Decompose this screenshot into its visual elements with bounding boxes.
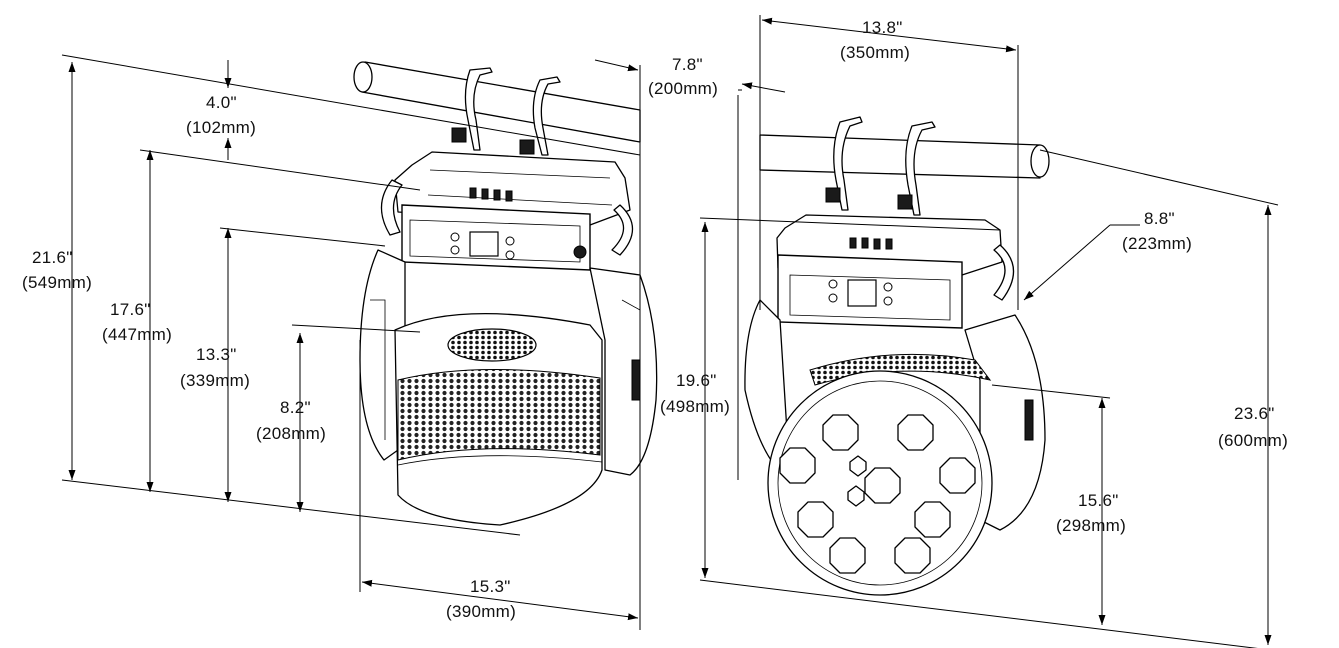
dim-base-width-in: 13.8"	[862, 18, 903, 37]
dim-height-no-clamp-in: 17.6"	[110, 300, 151, 319]
moving-head-left	[394, 312, 603, 526]
dim-overall-height-max-in: 23.6"	[1234, 404, 1275, 423]
dim-overall-height-max-mm: (600mm)	[1218, 431, 1288, 450]
dim-head-height-mm: (208mm)	[256, 424, 326, 443]
dim-height-no-clamp-mm: (447mm)	[102, 325, 172, 344]
dim-head-width-mm: (390mm)	[446, 602, 516, 621]
led-lenses	[779, 414, 976, 574]
dim-side-depth-mm: (223mm)	[1122, 234, 1192, 253]
dim-side-depth-in: 8.8"	[1144, 209, 1175, 228]
dim-overall-height-mm: (549mm)	[22, 273, 92, 292]
dim-head-diameter-in: 15.6"	[1078, 491, 1119, 510]
dim-overall-height-in: 21.6"	[32, 248, 73, 267]
dim-clamp-height-mm: (102mm)	[186, 118, 256, 137]
truss-tube-left	[353, 61, 641, 143]
dim-head-diameter-mm: (298mm)	[1056, 516, 1126, 535]
dim-base-depth-in: 7.8"	[672, 55, 703, 74]
base-control-panel-right	[777, 254, 963, 329]
dimension-lines	[61, 15, 1279, 648]
fixture-front-view	[744, 116, 1050, 596]
dim-yoke-height-mm: (339mm)	[180, 371, 250, 390]
fixture-side-view	[353, 61, 658, 526]
dim-base-depth-mm: (200mm)	[648, 79, 718, 98]
moving-head-right	[767, 353, 993, 596]
dim-base-width-mm: (350mm)	[840, 43, 910, 62]
dim-front-height-in: 19.6"	[676, 371, 717, 390]
base-control-panel-left	[401, 204, 591, 271]
truss-tube-right	[759, 134, 1050, 179]
dim-head-width-in: 15.3"	[470, 577, 511, 596]
dim-clamp-height-in: 4.0"	[206, 93, 237, 112]
dim-head-height-in: 8.2"	[280, 398, 311, 417]
vents-left	[469, 187, 513, 202]
vents-right	[849, 237, 893, 250]
dim-front-height-mm: (498mm)	[660, 397, 730, 416]
dim-yoke-height-in: 13.3"	[196, 345, 237, 364]
clamp-left	[451, 67, 561, 156]
dimension-labels: 21.6" (549mm) 17.6" (447mm) 4.0" (102mm)…	[22, 18, 1288, 621]
clamp-right	[825, 116, 936, 216]
